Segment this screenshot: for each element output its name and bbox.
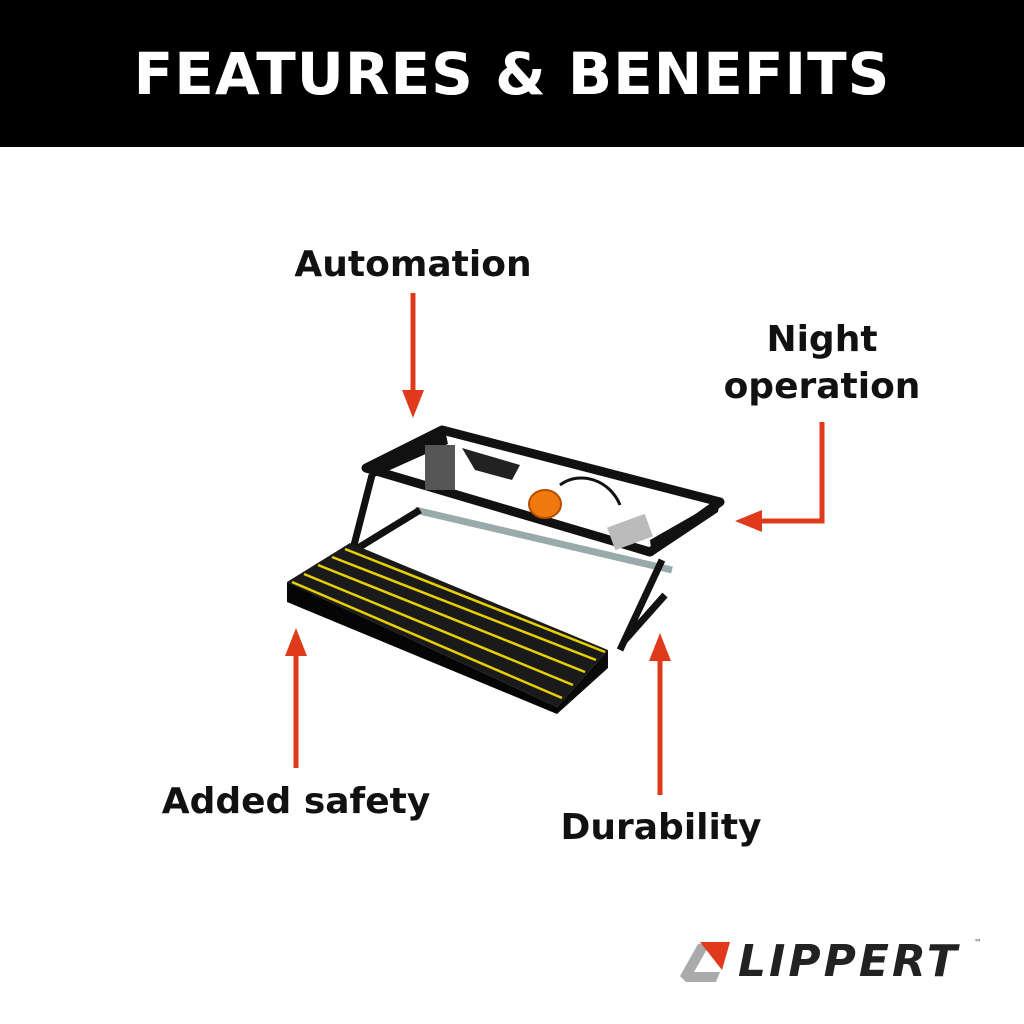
callout-night-line1: Night (766, 319, 878, 360)
callout-night-line2: operation (723, 366, 921, 407)
electric-step-image (287, 425, 725, 714)
lippert-logo-mark-icon (680, 942, 730, 982)
arrow-added-safety (285, 628, 307, 768)
callout-added-safety: Added safety (161, 781, 431, 822)
arrow-night-operation (735, 422, 825, 532)
logo-text: LIPPERT (738, 936, 960, 987)
page-title: FEATURES & BENEFITS (133, 39, 891, 108)
header-banner: FEATURES & BENEFITS (0, 0, 1024, 147)
lippert-logo: LIPPERT ™ (676, 936, 986, 988)
arrow-automation (402, 293, 424, 418)
callout-durability: Durability (560, 807, 762, 848)
callout-automation: Automation (294, 244, 532, 285)
trademark: ™ (974, 938, 982, 947)
arrow-durability (649, 633, 671, 795)
